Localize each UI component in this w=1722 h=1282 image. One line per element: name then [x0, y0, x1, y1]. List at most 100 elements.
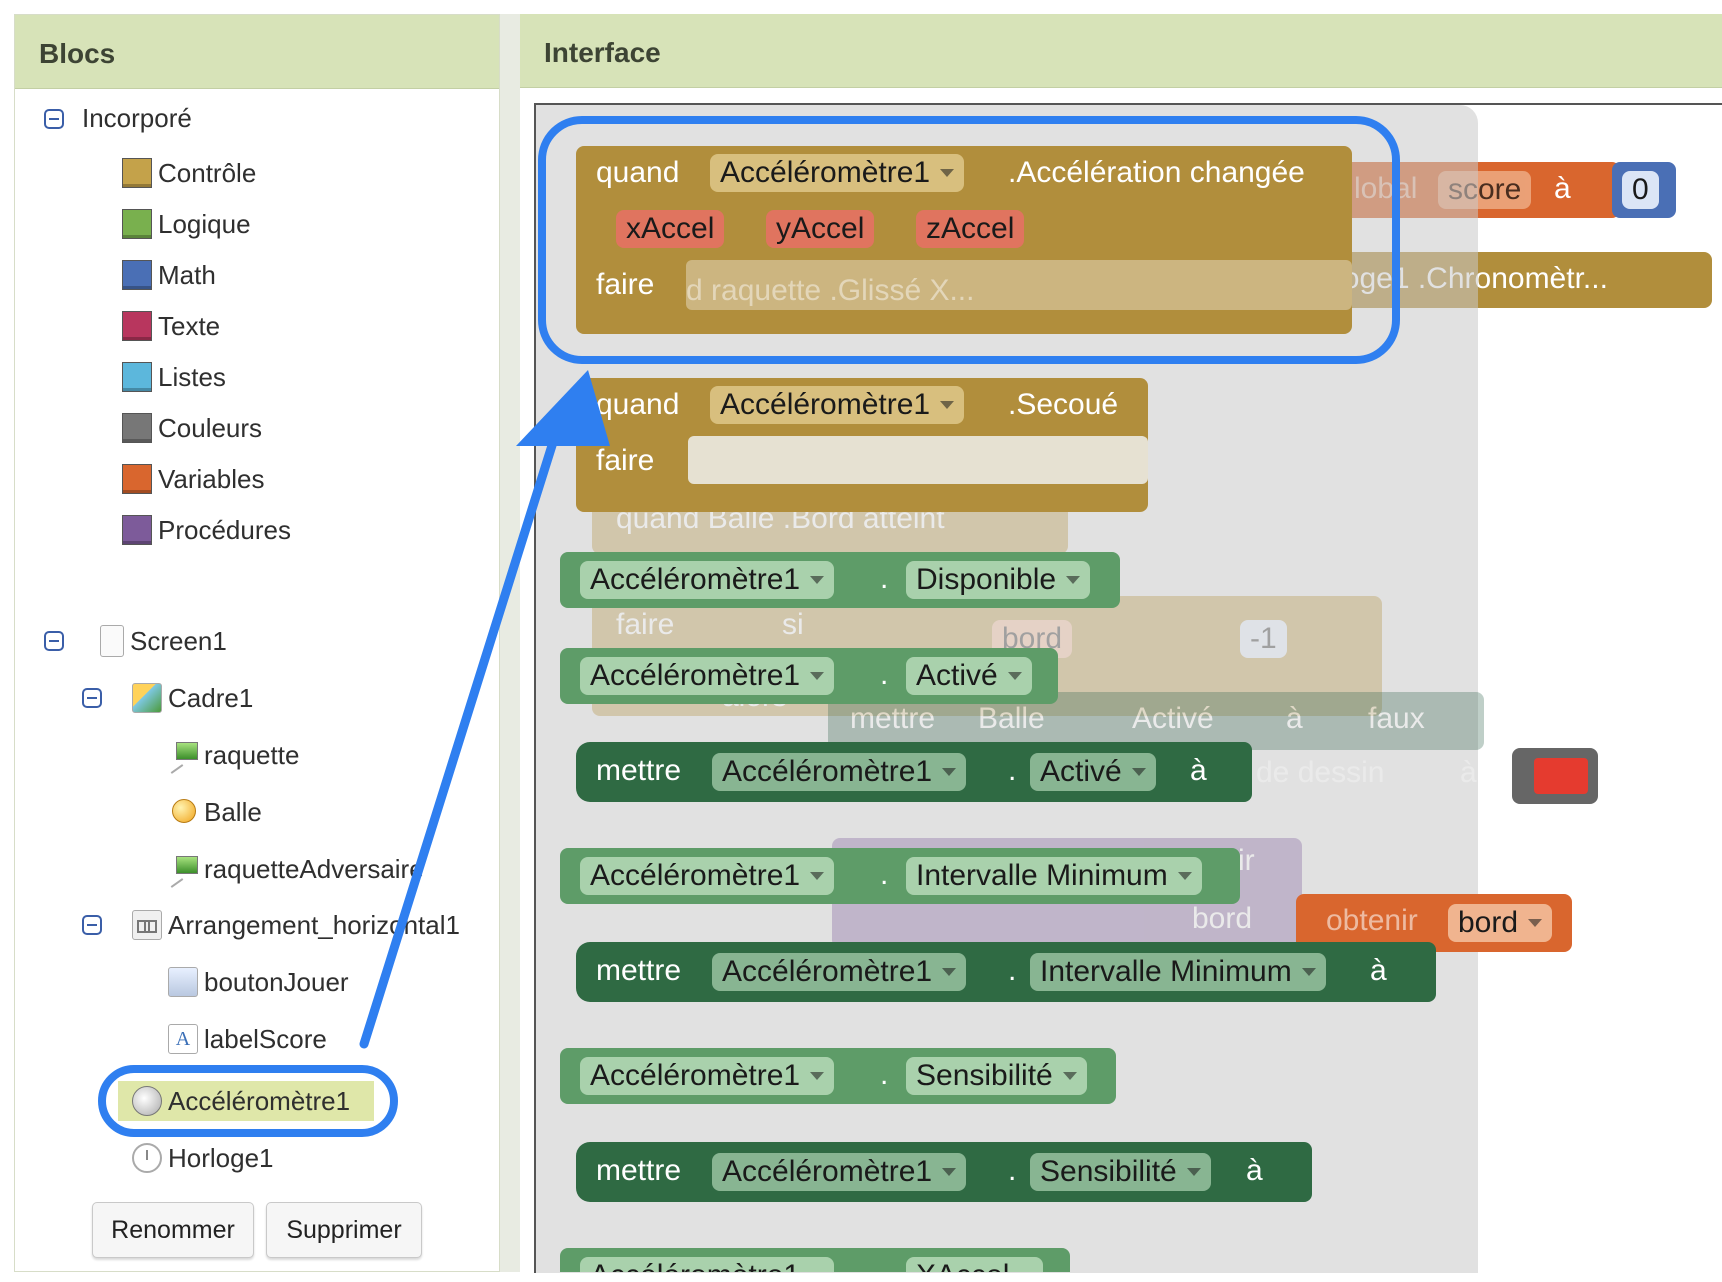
component-name: Accéléromètre1: [722, 1155, 933, 1188]
delete-button[interactable]: Supprimer: [266, 1202, 422, 1258]
dot-text: .: [1008, 1154, 1017, 1187]
property-name: XAccel: [916, 1259, 1009, 1272]
component-dropdown[interactable]: Accéléromètre1: [580, 1257, 835, 1272]
collapse-canvas-icon[interactable]: [82, 688, 102, 708]
get-variable-name: bord: [1458, 906, 1519, 939]
property-name: Intervalle Minimum: [916, 859, 1168, 892]
get-keyword: obtenir: [1326, 904, 1418, 937]
component-dropdown[interactable]: Accéléromètre1: [580, 657, 835, 695]
do-keyword: faire: [596, 268, 655, 301]
drawer-math[interactable]: Math: [122, 253, 216, 297]
tree-cadre1[interactable]: Cadre1: [132, 676, 253, 720]
component-name: Accéléromètre1: [590, 1059, 801, 1092]
drawer-procedures[interactable]: Procédures: [122, 508, 291, 552]
ghost-slide-text: d raquette .Glissé X...: [686, 274, 975, 307]
property-dropdown[interactable]: Activé: [906, 657, 1032, 695]
property-dropdown[interactable]: Sensibilité: [906, 1057, 1087, 1095]
dropdown-arrow-icon: [940, 401, 955, 409]
set-keyword: mettre: [596, 954, 682, 987]
component-dropdown[interactable]: Accéléromètre1: [580, 561, 835, 599]
component-name: Accéléromètre1: [590, 659, 801, 692]
component-dropdown[interactable]: Accéléromètre1: [580, 857, 835, 895]
ball-icon: [168, 797, 198, 827]
tree-builtin[interactable]: Incorporé: [82, 96, 192, 140]
screen-icon: [100, 625, 124, 657]
tree-raquette[interactable]: raquette: [168, 733, 299, 777]
dropdown-arrow-icon: [810, 872, 825, 880]
blocks-panel-header: Blocs: [15, 15, 499, 89]
interface-panel-title: Interface: [544, 37, 661, 68]
dot-text: .: [1008, 954, 1017, 987]
controle-color-icon: [122, 158, 152, 188]
panel-divider[interactable]: [500, 14, 520, 1272]
property-dropdown[interactable]: Disponible: [906, 561, 1091, 599]
dot-text: .: [880, 562, 889, 595]
tree-raquette-adversaire[interactable]: raquetteAdversaire: [168, 847, 424, 891]
tree-horloge[interactable]: Horloge1: [132, 1136, 274, 1180]
number-value[interactable]: 0: [1622, 171, 1659, 209]
param-yaccel[interactable]: yAccel: [766, 210, 875, 248]
texte-color-icon: [122, 311, 152, 341]
button-component-icon: [168, 967, 198, 997]
tree-accelerometre-label: Accéléromètre1: [168, 1085, 351, 1116]
property-dropdown[interactable]: Intervalle Minimum: [1030, 953, 1326, 991]
tree-balle[interactable]: Balle: [168, 790, 262, 834]
drawer-listes[interactable]: Listes: [122, 355, 226, 399]
collapse-builtin-icon[interactable]: [44, 109, 64, 129]
drawer-texte[interactable]: Texte: [122, 304, 220, 348]
set-keyword: mettre: [596, 754, 682, 787]
property-dropdown[interactable]: Activé: [1030, 753, 1156, 791]
tree-raquette-adversaire-label: raquetteAdversaire: [204, 853, 424, 884]
property-dropdown[interactable]: XAccel: [906, 1257, 1044, 1272]
arrow-head-icon: [516, 370, 610, 446]
drawer-variables[interactable]: Variables: [122, 457, 264, 501]
component-dropdown[interactable]: Accéléromètre1: [712, 1153, 967, 1191]
tree-bouton-jouer[interactable]: boutonJouer: [168, 960, 349, 1004]
interface-panel-header: Interface: [520, 14, 1722, 88]
tree-builtin-label: Incorporé: [82, 102, 192, 133]
property-name: Sensibilité: [916, 1059, 1053, 1092]
component-dropdown[interactable]: Accéléromètre1: [710, 386, 965, 424]
property-dropdown[interactable]: Intervalle Minimum: [906, 857, 1202, 895]
when-keyword: quand: [596, 388, 680, 421]
collapse-arrangement-icon[interactable]: [82, 915, 102, 935]
component-dropdown[interactable]: Accéléromètre1: [580, 1057, 835, 1095]
drawer-label: Listes: [158, 361, 226, 392]
property-dropdown[interactable]: Sensibilité: [1030, 1153, 1211, 1191]
color-red-swatch[interactable]: [1534, 758, 1588, 794]
dropdown-arrow-icon: [942, 1168, 957, 1176]
collapse-screen-icon[interactable]: [44, 631, 64, 651]
drawer-controle[interactable]: Contrôle: [122, 151, 256, 195]
do-keyword: faire: [596, 444, 655, 477]
dot-text: .: [880, 658, 889, 691]
drawer-logique[interactable]: Logique: [122, 202, 251, 246]
component-dropdown[interactable]: Accéléromètre1: [710, 154, 965, 192]
tree-label-score[interactable]: A labelScore: [168, 1017, 327, 1061]
dot-text: .: [880, 1058, 889, 1091]
tree-screen1[interactable]: Screen1: [100, 619, 227, 663]
param-zaccel[interactable]: zAccel: [916, 210, 1025, 248]
tree-balle-label: Balle: [204, 796, 262, 827]
param-xaccel[interactable]: xAccel: [616, 210, 725, 248]
drawer-label: Variables: [158, 463, 265, 494]
ghost-ir-text: ir: [1238, 844, 1255, 877]
drawer-couleurs[interactable]: Couleurs: [122, 406, 262, 450]
rename-button[interactable]: Renommer: [92, 1202, 254, 1258]
dropdown-arrow-icon: [1528, 919, 1543, 927]
component-dropdown[interactable]: Accéléromètre1: [712, 953, 967, 991]
getter-xaccel[interactable]: Accéléromètre1 . XAccel: [560, 1248, 1080, 1272]
tree-arrangement[interactable]: Arrangement_horizontal1: [132, 903, 460, 947]
component-name: Accéléromètre1: [722, 955, 933, 988]
dropdown-arrow-icon: [942, 968, 957, 976]
get-variable-field[interactable]: bord: [1448, 904, 1553, 942]
component-dropdown[interactable]: Accéléromètre1: [712, 753, 967, 791]
component-name: Accéléromètre1: [722, 755, 933, 788]
highlight-ring: [98, 1065, 398, 1137]
component-name: Accéléromètre1: [590, 1259, 800, 1272]
clock-icon: [132, 1143, 162, 1173]
tree-label-score-label: labelScore: [204, 1023, 327, 1054]
property-name: Sensibilité: [1040, 1155, 1177, 1188]
couleurs-color-icon: [122, 413, 152, 443]
to-keyword: à: [1554, 172, 1571, 205]
